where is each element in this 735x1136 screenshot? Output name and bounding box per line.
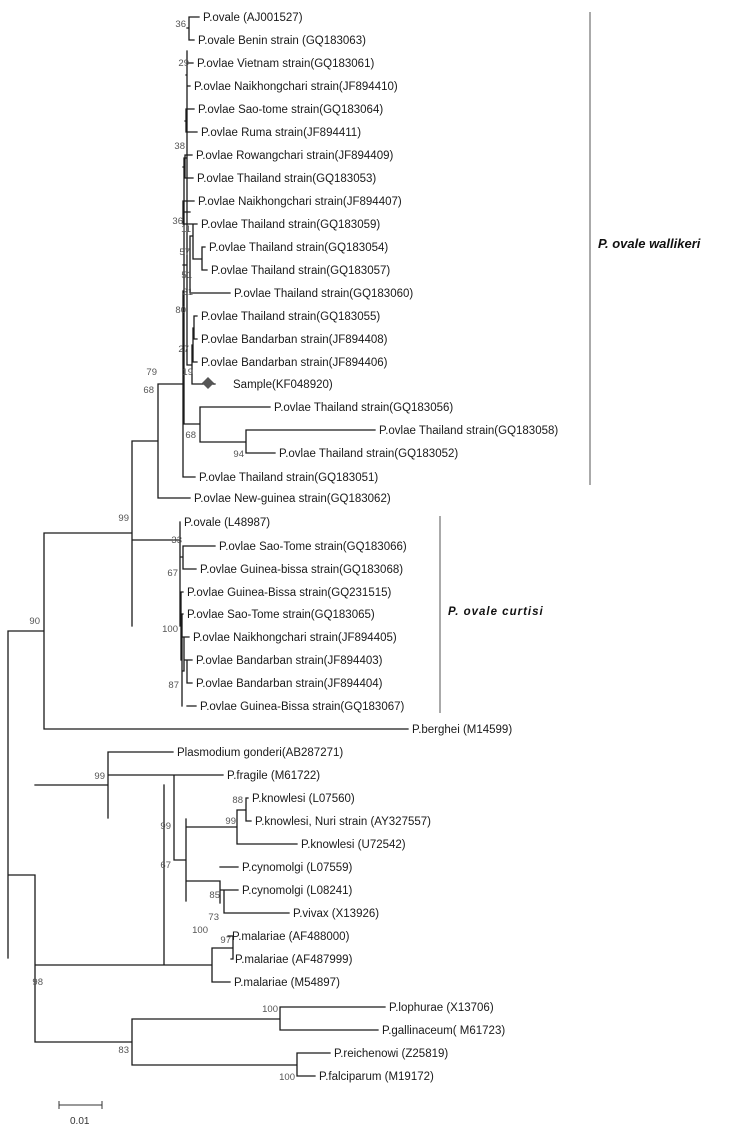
bootstrap-value: 36 bbox=[175, 19, 186, 30]
leaf-label: P.falciparum (M19172) bbox=[319, 1071, 434, 1083]
leaf-label: P.ovlae Thailand strain(GQ183054) bbox=[209, 242, 388, 254]
bootstrap-value: 99 bbox=[94, 771, 105, 782]
leaf-label: P.ovlae Naikhongchari strain(JF894405) bbox=[193, 632, 397, 644]
leaf-label: P.ovlae Thailand strain(GQ183053) bbox=[197, 173, 376, 185]
bootstrap-value: 68 bbox=[143, 385, 154, 396]
leaf-label: P.ovlae Naikhongchari strain(JF894410) bbox=[194, 81, 398, 93]
wallikeri-label: P. ovale wallikeri bbox=[598, 236, 701, 251]
bootstrap-value: 100 bbox=[162, 624, 178, 635]
bootstrap-value: 99 bbox=[118, 513, 129, 524]
bootstrap-value: 88 bbox=[232, 795, 243, 806]
leaf-label: P.gallinaceum( M61723) bbox=[382, 1025, 505, 1037]
leaf-label: P.ovlae Thailand strain(GQ183056) bbox=[274, 402, 453, 414]
bootstrap-value: 79 bbox=[146, 367, 157, 378]
bootstrap-value: 57 bbox=[179, 247, 190, 258]
bootstrap-values: 3629383611575131802719796868949933671008… bbox=[29, 19, 295, 1083]
bootstrap-value: 99 bbox=[225, 816, 236, 827]
leaf-label: P.ovlae Guinea-bissa strain(GQ183068) bbox=[200, 564, 403, 576]
leaf-label: P.knowlesi (L07560) bbox=[252, 793, 355, 805]
leaf-label: P.cynomolgi (L07559) bbox=[242, 862, 353, 874]
leaf-label: Sample(KF048920) bbox=[233, 379, 333, 391]
leaf-label: P.reichenowi (Z25819) bbox=[334, 1048, 448, 1060]
leaf-label: P.ovlae Bandarban strain(JF894406) bbox=[201, 357, 388, 369]
leaf-label: P.malariae (AF487999) bbox=[235, 954, 353, 966]
bootstrap-value: 33 bbox=[171, 535, 182, 546]
bootstrap-value: 51 bbox=[181, 270, 192, 281]
leaf-label: P.ovlae Naikhongchari strain(JF894407) bbox=[198, 196, 402, 208]
bootstrap-value: 99 bbox=[160, 821, 171, 832]
leaf-label: P.ovlae Bandarban strain(JF894404) bbox=[196, 678, 383, 690]
bootstrap-value: 80 bbox=[175, 305, 186, 316]
leaf-label: P.ovlae Bandarban strain(JF894408) bbox=[201, 334, 388, 346]
bootstrap-value: 100 bbox=[262, 1004, 278, 1015]
leaf-labels: P.ovale (AJ001527) P.ovale Benin strain (… bbox=[177, 12, 558, 1083]
bootstrap-value: 87 bbox=[168, 680, 179, 691]
leaf-label: P.fragile (M61722) bbox=[227, 770, 320, 782]
leaf-label: P.ovlae Sao-tome strain(GQ183064) bbox=[198, 104, 383, 116]
bootstrap-value: 31 bbox=[182, 287, 193, 298]
leaf-label: P.ovlae Thailand strain(GQ183059) bbox=[201, 219, 380, 231]
leaf-label: P.ovlae Guinea-Bissa strain(GQ183067) bbox=[200, 701, 405, 713]
leaf-label: P.cynomolgi (L08241) bbox=[242, 885, 353, 897]
leaf-label: P.ovlae Rowangchari strain(JF894409) bbox=[196, 150, 393, 162]
leaf-label: P.lophurae (X13706) bbox=[389, 1002, 494, 1014]
sample-diamond-marker bbox=[202, 377, 214, 389]
branch-lines bbox=[7, 16, 409, 1077]
leaf-label: Plasmodium gonderi(AB287271) bbox=[177, 747, 343, 759]
bootstrap-value: 85 bbox=[209, 890, 220, 901]
leaf-label: P.ovlae Thailand strain(GQ183051) bbox=[199, 472, 378, 484]
bootstrap-value: 90 bbox=[29, 616, 40, 627]
bootstrap-value: 94 bbox=[233, 449, 244, 460]
leaf-label: P.ovlae Thailand strain(GQ183052) bbox=[279, 448, 458, 460]
bootstrap-value: 11 bbox=[181, 224, 191, 235]
leaf-label: P.ovale Benin strain (GQ183063) bbox=[198, 35, 366, 47]
bootstrap-value: 29 bbox=[178, 58, 189, 69]
leaf-label: P.vivax (X13926) bbox=[293, 908, 379, 920]
leaf-label: P.knowlesi, Nuri strain (AY327557) bbox=[255, 816, 431, 828]
bootstrap-value: 19 bbox=[182, 367, 193, 378]
bootstrap-value: 27 bbox=[178, 344, 189, 355]
bootstrap-value: 67 bbox=[167, 568, 178, 579]
leaf-label: P.ovlae Thailand strain(GQ183060) bbox=[234, 288, 413, 300]
leaf-label: P.ovale (AJ001527) bbox=[203, 12, 303, 24]
bootstrap-value: 68 bbox=[185, 430, 196, 441]
leaf-label: P.malariae (AF488000) bbox=[232, 931, 350, 943]
bootstrap-value: 67 bbox=[160, 860, 171, 871]
bootstrap-value: 38 bbox=[174, 141, 185, 152]
bootstrap-value: 36 bbox=[172, 216, 183, 227]
bootstrap-value: 100 bbox=[279, 1072, 295, 1083]
leaf-label: P.malariae (M54897) bbox=[234, 977, 340, 989]
leaf-label: P.ovlae Guinea-Bissa strain(GQ231515) bbox=[187, 587, 392, 599]
bootstrap-value: 83 bbox=[118, 1045, 129, 1056]
bootstrap-value: 97 bbox=[220, 935, 231, 946]
scale-label: 0.01 bbox=[70, 1116, 90, 1127]
leaf-label: P.berghei (M14599) bbox=[412, 724, 512, 736]
leaf-label: P.knowlesi (U72542) bbox=[301, 839, 406, 851]
leaf-label: P.ovlae Thailand strain(GQ183057) bbox=[211, 265, 390, 277]
leaf-label: P.ovlae Sao-Tome strain(GQ183065) bbox=[187, 609, 375, 621]
tree-branches bbox=[7, 16, 409, 1077]
leaf-label: P.ovlae Ruma strain(JF894411) bbox=[201, 127, 361, 139]
leaf-label: P.ovlae Sao-Tome strain(GQ183066) bbox=[219, 541, 407, 553]
scale-bar bbox=[58, 1101, 103, 1109]
leaf-label: P.ovale (L48987) bbox=[184, 517, 270, 529]
curtisi-label: P. ovale curtisi bbox=[448, 606, 544, 618]
leaf-label: P.ovlae New-guinea strain(GQ183062) bbox=[194, 493, 391, 505]
bootstrap-value: 73 bbox=[208, 912, 219, 923]
bootstrap-value: 100 bbox=[192, 925, 208, 936]
bootstrap-value: 98 bbox=[32, 977, 43, 988]
leaf-label: P.ovlae Thailand strain(GQ183058) bbox=[379, 425, 558, 437]
leaf-label: P.ovlae Bandarban strain(JF894403) bbox=[196, 655, 383, 667]
leaf-label: P.ovlae Vietnam strain(GQ183061) bbox=[197, 58, 374, 70]
leaf-label: P.ovlae Thailand strain(GQ183055) bbox=[201, 311, 380, 323]
